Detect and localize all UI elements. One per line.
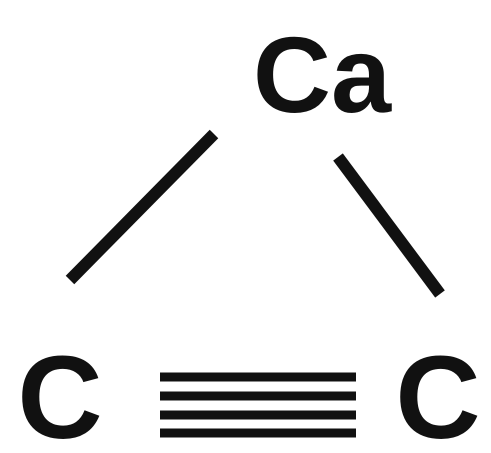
atom-label-carbon-left: C: [17, 332, 102, 453]
atom-label-carbon-right: C: [395, 332, 480, 453]
single-bond-calcium-carbon-left: [65, 129, 219, 285]
atom-label-calcium: Ca: [253, 14, 392, 135]
single-bond-calcium-carbon-right: [333, 153, 445, 298]
triple-bond-carbon-carbon: [160, 372, 356, 438]
